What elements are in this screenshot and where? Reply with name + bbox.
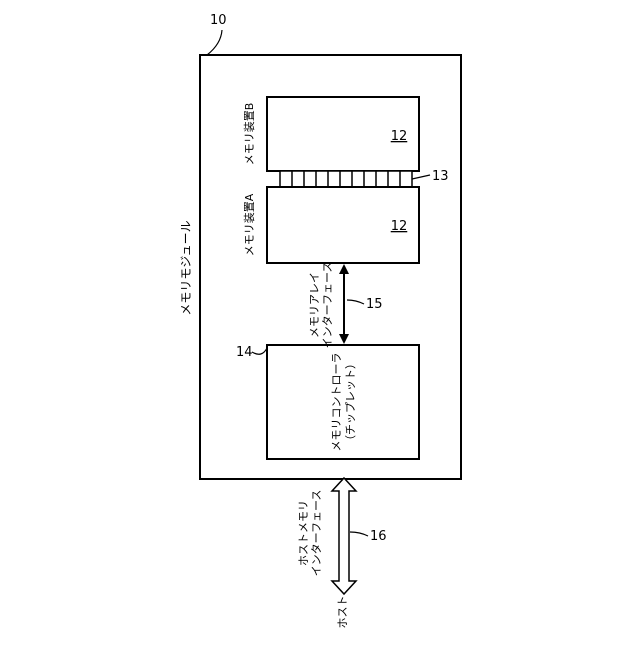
array-interface-label-1: メモリアレイ (308, 272, 321, 338)
connector-ref-leader (412, 175, 430, 179)
memory-controller-ref: 14 (236, 345, 253, 360)
host-interface-ref: 16 (370, 529, 387, 544)
memory-device-b-label: メモリ装置B (243, 103, 256, 166)
host-label: ホスト (336, 596, 349, 629)
memory-device-b-ref: 12 (391, 129, 408, 144)
array-interface-ref-leader (347, 300, 364, 304)
host-interface-label-2: インターフェース (310, 490, 323, 577)
host-interface-label-1: ホストメモリ (297, 500, 310, 566)
connector-ref: 13 (432, 169, 449, 184)
memory-module-label: メモリモジュール (179, 220, 193, 315)
memory-controller-label-1: メモリコントローラ (330, 353, 343, 452)
memory-controller-label-2: （チップレット） (344, 358, 357, 446)
array-interface-arrowhead-bottom (339, 334, 349, 344)
array-interface-ref: 15 (366, 297, 383, 312)
host-interface-arrow (332, 478, 356, 594)
host-interface-ref-leader (350, 532, 368, 536)
array-interface-arrowhead-top (339, 264, 349, 274)
memory-module-ref: 10 (210, 13, 227, 28)
memory-device-a-label: メモリ装置A (243, 193, 256, 256)
memory-controller-ref-leader (252, 348, 267, 354)
memory-controller-box (267, 345, 419, 459)
memory-module-ref-leader (207, 30, 222, 55)
array-interface-label-2: インターフェース (321, 262, 334, 349)
memory-device-a-ref: 12 (391, 219, 408, 234)
connector-bar (280, 171, 412, 187)
